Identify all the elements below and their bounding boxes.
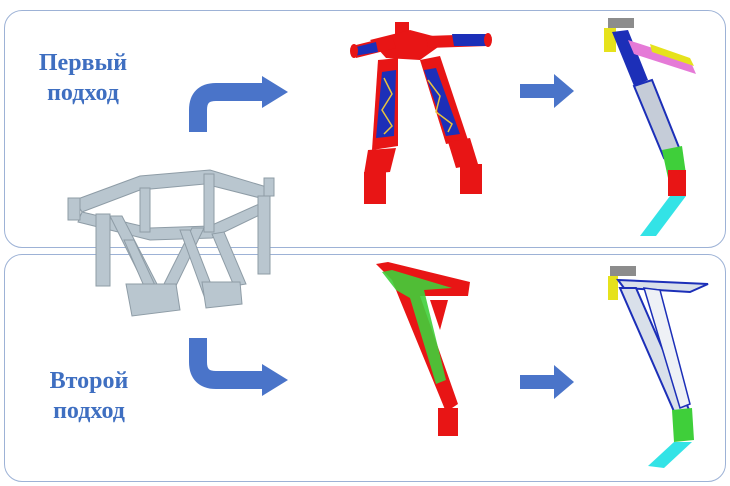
original-structure: [67, 169, 275, 317]
second-approach-label-line2: подход: [53, 398, 125, 424]
first-approach-label: Первый подход: [8, 48, 158, 108]
first-approach-label-line1: Первый: [38, 50, 128, 76]
second-approach-label: Второй подход: [14, 366, 164, 426]
arrow-to-first-approach: [189, 76, 288, 132]
arrow-first-to-result: [520, 74, 574, 108]
first-approach-model: [350, 22, 492, 204]
first-approach-label-line2: подход: [47, 80, 119, 106]
second-approach-label-line1: Второй: [49, 368, 129, 394]
second-approach-result: [608, 266, 709, 468]
arrow-second-to-result: [520, 365, 574, 399]
arrow-to-second-approach: [189, 338, 288, 396]
second-approach-model: [376, 262, 470, 436]
second-approach-panel: [4, 254, 726, 482]
first-approach-result: [604, 18, 696, 236]
